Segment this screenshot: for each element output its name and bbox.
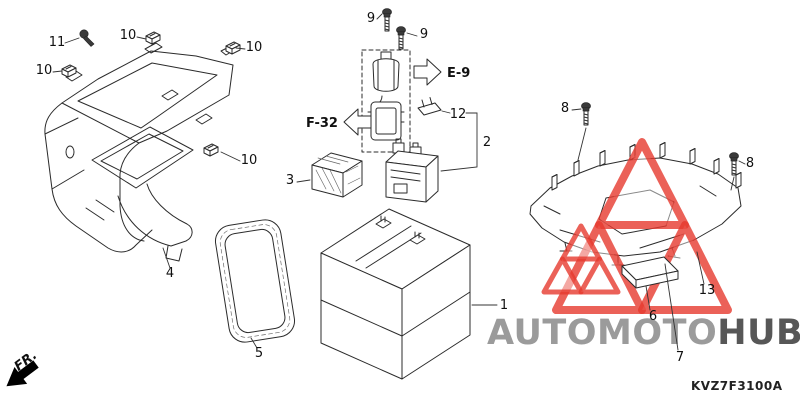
leader-lines	[52, 13, 746, 351]
bolt-icon	[580, 102, 592, 126]
f32-ref-label: F-32	[306, 116, 338, 131]
seal-drawing	[214, 219, 296, 343]
bolt-icon	[395, 26, 407, 50]
tray-post-icon	[551, 174, 558, 191]
fr-direction-arrow: FR.	[6, 348, 40, 387]
fuse-drawing	[417, 97, 442, 116]
callout-6: 6	[649, 309, 657, 324]
clip-icon	[203, 143, 219, 157]
tray-post-icon	[599, 150, 606, 167]
callout-7: 7	[676, 350, 684, 365]
tray-post-icon	[689, 148, 696, 165]
clip-icon	[145, 31, 161, 45]
callout-10: 10	[241, 153, 258, 168]
bolt-icon	[728, 152, 740, 176]
clip-icon	[61, 64, 77, 78]
callout-9: 9	[367, 11, 375, 26]
watermark-text-hub: HUB	[717, 313, 800, 353]
callout-8: 8	[746, 156, 754, 171]
battery-drawing	[320, 208, 471, 380]
callout-9: 9	[420, 27, 428, 42]
terminal-connector-drawing	[361, 49, 411, 153]
callout-11: 11	[49, 35, 66, 50]
watermark-logo-small	[541, 223, 621, 295]
tray-post-icon	[659, 142, 666, 159]
callout-10: 10	[120, 28, 137, 43]
callout-4: 4	[166, 266, 174, 281]
callout-13: 13	[699, 283, 716, 298]
tray-post-icon	[573, 160, 580, 177]
callout-2: 2	[483, 135, 491, 150]
e9-ref-arrow-icon	[413, 58, 442, 86]
callout-5: 5	[255, 346, 263, 361]
tray-pad-drawing	[621, 256, 679, 289]
tray-post-icon	[735, 172, 742, 189]
cushion-drawing	[311, 152, 363, 198]
bolt-icon	[381, 8, 393, 32]
fr-arrow-icon	[6, 360, 39, 387]
callout-3: 3	[286, 173, 294, 188]
diagram-code: KVZ7F3100A	[691, 379, 783, 393]
callout-8: 8	[561, 101, 569, 116]
callout-10: 10	[36, 63, 53, 78]
screw-icon	[79, 29, 95, 47]
callout-1: 1	[500, 298, 508, 313]
callout-12: 12	[450, 107, 467, 122]
f32-ref-arrow-icon	[343, 108, 372, 136]
watermark-text: AUTOMOTOHUB	[487, 313, 800, 353]
e9-ref-label: E-9	[447, 66, 470, 81]
callout-10: 10	[246, 40, 263, 55]
fuse-box-drawing	[385, 138, 439, 203]
tray-post-icon	[713, 158, 720, 175]
watermark-text-automoto: AUTOMOTO	[487, 313, 717, 353]
